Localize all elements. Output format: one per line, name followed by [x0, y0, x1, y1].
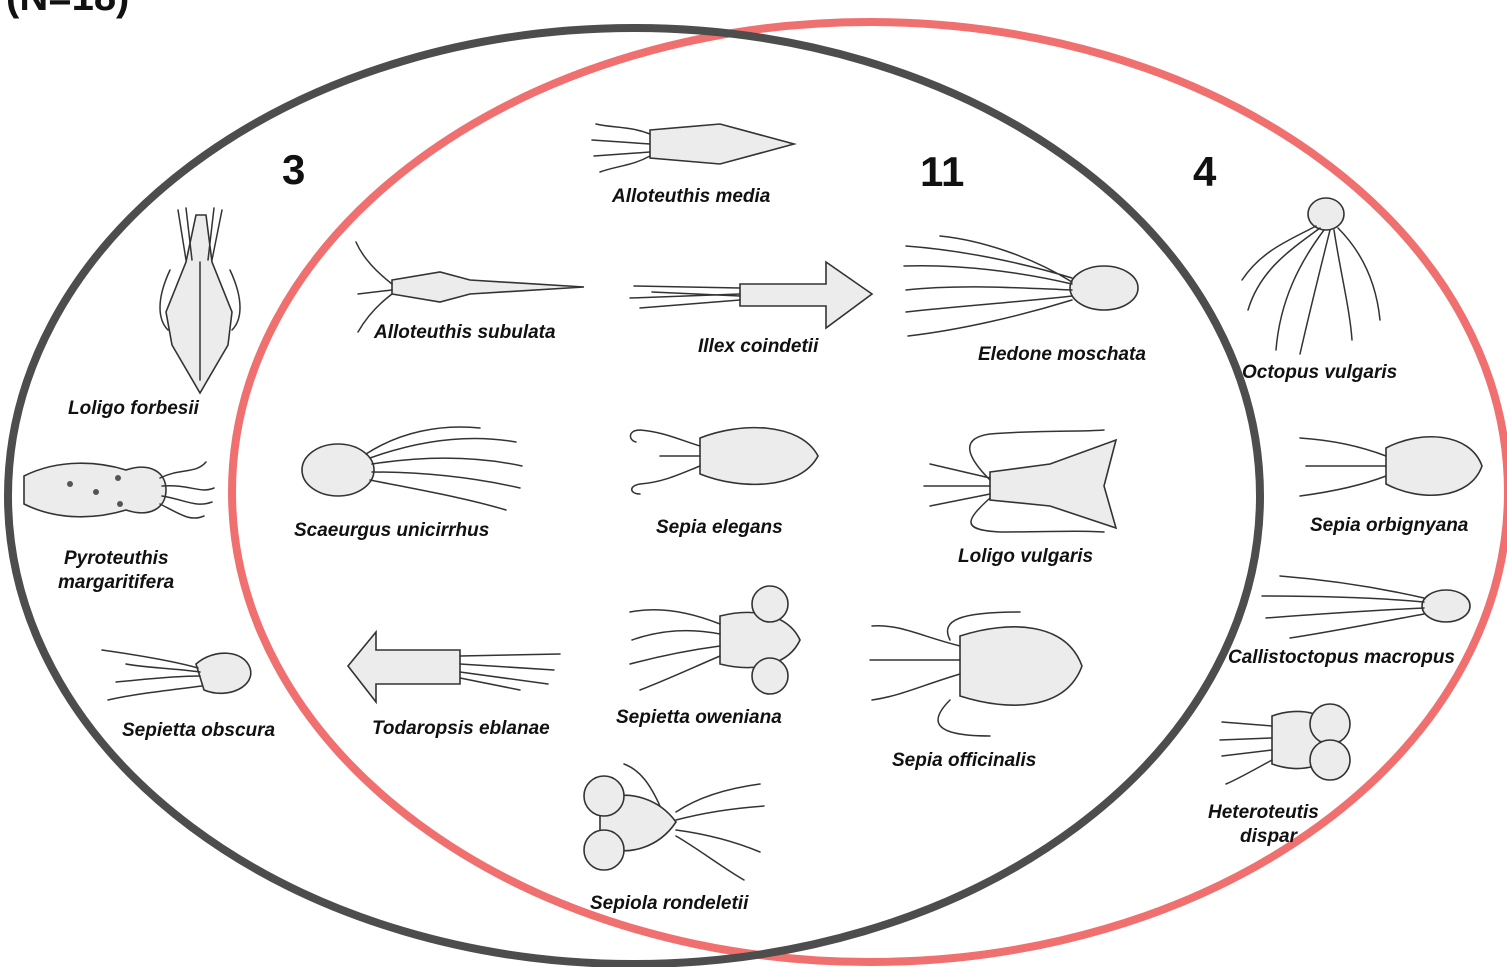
heteroteutis-label-line2: dispar	[1240, 826, 1299, 847]
heteroteutis-label-line1: Heteroteutis	[1208, 802, 1319, 823]
sepietta-obscura-illustration	[102, 650, 251, 700]
alloteuthis-media-illustration	[592, 124, 794, 172]
illex-coindetii-label: Illex coindetii	[698, 336, 819, 357]
scaeurgus-unicirrhus-label: Scaeurgus unicirrhus	[294, 520, 489, 541]
octopus-vulgaris-illustration	[1242, 198, 1380, 354]
sepia-orbignyana-label: Sepia orbignyana	[1310, 515, 1469, 536]
sepia-orbignyana-illustration	[1300, 437, 1482, 496]
alloteuthis-subulata-illustration	[356, 242, 584, 332]
callistoctopus-macropus-label: Callistoctopus macropus	[1228, 647, 1455, 668]
illex-coindetii-illustration	[630, 262, 872, 328]
sepia-officinalis-label: Sepia officinalis	[892, 750, 1036, 771]
sample-size-title: (N=18)	[6, 0, 129, 19]
pyroteuthis-label-line1: Pyroteuthis	[64, 548, 169, 569]
todaropsis-eblanae-illustration	[348, 632, 560, 702]
callistoctopus-macropus-illustration	[1262, 576, 1470, 638]
alloteuthis-media-label: Alloteuthis media	[611, 186, 771, 207]
eledone-moschata-illustration	[904, 236, 1138, 336]
sepietta-oweniana-label: Sepietta oweniana	[616, 707, 782, 728]
eledone-moschata-label: Eledone moschata	[978, 344, 1146, 365]
overlap-count: 11	[920, 148, 964, 195]
heteroteutis-dispar-illustration	[1220, 704, 1350, 784]
right-only-count: 4	[1193, 148, 1217, 195]
loligo-vulgaris-illustration	[924, 430, 1116, 532]
sepia-elegans-illustration	[630, 428, 818, 494]
left-only-count: 3	[282, 146, 305, 193]
sepiola-rondeletii-label: Sepiola rondeletii	[590, 893, 749, 914]
alloteuthis-subulata-label: Alloteuthis subulata	[373, 322, 556, 343]
pyroteuthis-label-line2: margaritifera	[58, 572, 175, 593]
scaeurgus-unicirrhus-illustration	[302, 427, 522, 510]
pyroteuthis-illustration	[24, 462, 214, 518]
sepietta-obscura-label: Sepietta obscura	[122, 720, 276, 741]
todaropsis-eblanae-label: Todaropsis eblanae	[372, 718, 550, 739]
octopus-vulgaris-label: Octopus vulgaris	[1242, 362, 1397, 383]
sepiola-rondeletii-illustration	[584, 764, 764, 880]
sepia-elegans-label: Sepia elegans	[656, 517, 783, 538]
loligo-forbesii-illustration	[160, 208, 240, 393]
sepia-officinalis-illustration	[870, 612, 1082, 736]
loligo-vulgaris-label: Loligo vulgaris	[958, 546, 1093, 567]
loligo-forbesii-label: Loligo forbesii	[68, 398, 200, 419]
sepietta-oweniana-illustration	[630, 586, 800, 694]
